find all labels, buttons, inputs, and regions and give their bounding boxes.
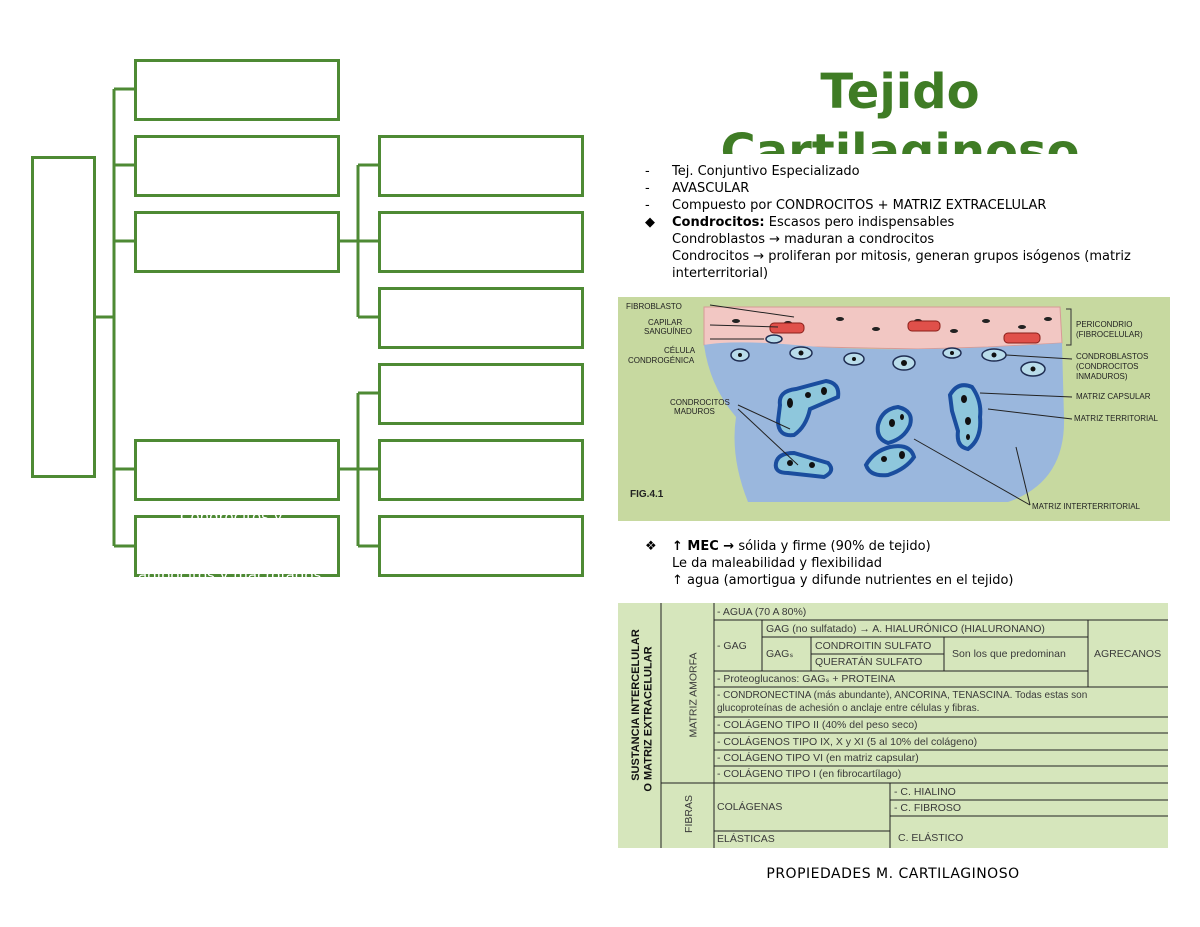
table-gag-no-sulf: GAG (no sulfatado) → A. HIALURÓNICO (HIA… — [766, 623, 1045, 635]
matrix-table: SUSTANCIA INTERCELULAR O MATRIZ EXTRACEL… — [618, 603, 1168, 848]
mec-bold: ↑ MEC → — [672, 539, 735, 554]
concept-map-box-l2-3 — [378, 287, 584, 349]
note-item: - AVASCULAR — [645, 180, 1165, 197]
fig-label-pericondrio: PERICONDRIO — [1076, 320, 1132, 329]
table-col2: - COLÁGENO TIPO II (40% del peso seco) — [717, 719, 918, 731]
fig-label-maduros: MADUROS — [674, 407, 715, 416]
concept-map-connectors — [95, 87, 378, 548]
fig-label-condrocitos: CONDROCITOS — [670, 398, 730, 407]
ghost-text-1: Condrocitos y — [180, 508, 283, 526]
table-fibras: FIBRAS — [682, 795, 695, 833]
table-gag-s: GAGₛ — [766, 648, 794, 660]
note-text: Compuesto por CONDROCITOS + MATRIZ EXTRA… — [672, 198, 1047, 213]
note-bullet: - — [645, 164, 650, 179]
note-text: Escasos pero indispensables — [764, 215, 955, 230]
caption: PROPIEDADES M. CARTILAGINOSO — [766, 866, 1020, 882]
diamond-bullet-icon: ◆ — [645, 215, 655, 230]
table-elasticas: ELÁSTICAS — [717, 833, 775, 845]
fig-label-condroblastos: CONDROBLASTOS — [1076, 352, 1148, 361]
table-condronectina-2: glucoproteínas de achesión o anclaje ent… — [717, 703, 980, 714]
notes-list: - Tej. Conjuntivo Especializado - AVASCULA… — [645, 163, 1165, 282]
table-hialino: - C. HIALINO — [894, 786, 956, 798]
note-bullet: - — [645, 198, 650, 213]
concept-map-box-l1-2 — [134, 135, 340, 197]
matrix-table-grid — [660, 603, 1168, 848]
mec-section: ❖↑ MEC → sólida y firme (90% de tejido) … — [645, 538, 1165, 589]
table-agua: - AGUA (70 A 80%) — [717, 606, 807, 618]
fig-number: FIG.4.1 — [630, 489, 664, 500]
note-bullet: - — [645, 181, 650, 196]
concept-map-box-l1-4 — [134, 439, 340, 501]
fig-label-matriz-capsular: MATRIZ CAPSULAR — [1076, 392, 1151, 401]
fig-label-fibroblasto: FIBROBLASTO — [626, 302, 682, 311]
concept-map-box-l2-6 — [378, 515, 584, 577]
ghost-text-2: adipocitos y macrofagos — [138, 566, 322, 584]
cartilage-figure: FIBROBLASTO CAPILAR SANGUÍNEO CÉLULA CON… — [618, 297, 1170, 521]
concept-map-box-l1-3 — [134, 211, 340, 273]
clover-bullet-icon: ❖ — [645, 539, 657, 554]
table-proteoglucanos: - Proteoglucanos: GAGₛ + PROTEINA — [717, 673, 896, 685]
mec-text: sólida y firme (90% de tejido) — [734, 539, 931, 554]
fig-label-inmaduros: INMADUROS) — [1076, 372, 1128, 381]
note-text: Condroblastos → maduran a condrocitos — [672, 232, 935, 247]
mec-line-1: ❖ ↑ MEC → sólida y firme (90% de tejido) — [645, 538, 1165, 555]
mec-text: ↑ agua (amortigua y difunde nutrientes e… — [672, 573, 1014, 588]
table-col6: - COLÁGENO TIPO VI (en matriz capsular) — [717, 752, 919, 764]
note-item: Condrocitos → proliferan por mitosis, ge… — [645, 248, 1165, 282]
table-col9: - COLÁGENOS TIPO IX, X y XI (5 al 10% de… — [717, 736, 978, 748]
fig-label-matriz-territorial: MATRIZ TERRITORIAL — [1074, 414, 1159, 423]
fig-label-celula: CÉLULA — [664, 346, 696, 355]
note-text: Tej. Conjuntivo Especializado — [672, 164, 860, 179]
table-col1: - COLÁGENO TIPO I (en fibrocartílago) — [717, 768, 902, 780]
table-elastico: C. ELÁSTICO — [898, 832, 964, 844]
note-item: - Tej. Conjuntivo Especializado — [645, 163, 1165, 180]
note-item: Condroblastos → maduran a condrocitos — [645, 231, 1165, 248]
note-text: Condrocitos → proliferan por mitosis, ge… — [672, 249, 1131, 281]
page-title: Tejido Cartilaginoso — [720, 64, 1080, 154]
concept-map-box-l2-4 — [378, 363, 584, 425]
concept-map-box-l2-1 — [378, 135, 584, 197]
fig-label-matriz-interterritorial: MATRIZ INTERTERRITORIAL — [1032, 502, 1141, 511]
table-fibroso: - C. FIBROSO — [894, 802, 962, 814]
mec-line-2: Le da maleabilidad y flexibilidad — [645, 555, 1165, 572]
concept-map-box-l1-5 — [134, 515, 340, 577]
mec-text: Le da maleabilidad y flexibilidad — [672, 556, 883, 571]
table-side-label-1: SUSTANCIA INTERCELULAR — [629, 629, 642, 781]
fig-label-sanguineo: SANGUÍNEO — [644, 327, 692, 336]
mec-line-3: ↑ agua (amortigua y difunde nutrientes e… — [645, 572, 1165, 589]
table-gag: - GAG — [717, 640, 747, 652]
note-bold: Condrocitos: — [672, 215, 765, 230]
table-predominan: Son los que predominan — [952, 648, 1066, 660]
concept-map-box-l2-2 — [378, 211, 584, 273]
note-item: ◆ Condrocitos: Escasos pero indispensable… — [645, 214, 1165, 231]
table-condronectina-1: - CONDRONECTINA (más abundante), ANCORIN… — [717, 690, 1088, 701]
concept-map-root-box — [31, 156, 96, 478]
table-colagenas: COLÁGENAS — [717, 801, 783, 813]
fig-label-condrocitos-paren: (CONDROCITOS — [1076, 362, 1139, 371]
table-agrecanos: AGRECANOS — [1094, 648, 1162, 660]
fig-label-condrogenica: CONDROGÉNICA — [628, 356, 695, 365]
fig-label-capilar: CAPILAR — [648, 318, 682, 327]
concept-map-box-l1-1 — [134, 59, 340, 121]
concept-map-box-l2-5 — [378, 439, 584, 501]
note-text: AVASCULAR — [672, 181, 750, 196]
table-queratan: QUERATÁN SULFATO — [815, 656, 923, 668]
fig-label-fibrocelular: (FIBROCELULAR) — [1076, 330, 1143, 339]
table-condroitin: CONDROITIN SULFATO — [815, 640, 932, 652]
table-matriz-amorfa: MATRIZ AMORFA — [687, 652, 700, 738]
note-item: - Compuesto por CONDROCITOS + MATRIZ EXTR… — [645, 197, 1165, 214]
table-side-label-2: O MATRIZ EXTRACELULAR — [642, 646, 655, 792]
